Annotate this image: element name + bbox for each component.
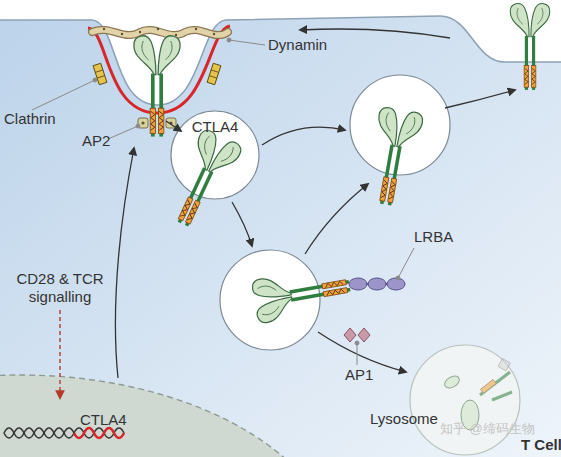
dynamin-ring	[92, 30, 228, 35]
organelle-name: Lysosome	[370, 410, 450, 428]
protein-label: AP1	[345, 366, 385, 384]
protein-label: AP2	[82, 132, 122, 150]
nucleus-region: CTLA4	[0, 365, 340, 457]
signal-label: CD28 & TCR signalling	[8, 270, 112, 306]
lysosome-outline	[410, 345, 520, 455]
protein-label: LRBA	[414, 228, 474, 246]
nucleus-outline	[0, 375, 340, 457]
gene-name: CTLA4	[80, 411, 140, 429]
cell-name: T Cell	[521, 436, 561, 454]
protein-label: Clathrin	[4, 110, 84, 128]
protein-name: CTLA4	[170, 118, 260, 136]
vesicle-outline	[171, 111, 259, 199]
protein-label: Dynamin	[268, 36, 348, 54]
dynamin-dots	[103, 28, 215, 36]
endocytic-vesicle: CTLA4	[170, 110, 260, 200]
dynamin-ring	[92, 30, 228, 35]
nucleus-region-shape	[0, 365, 340, 457]
watermark: 知乎 @缔码生物	[440, 420, 560, 438]
plasma-membrane	[0, 16, 561, 105]
